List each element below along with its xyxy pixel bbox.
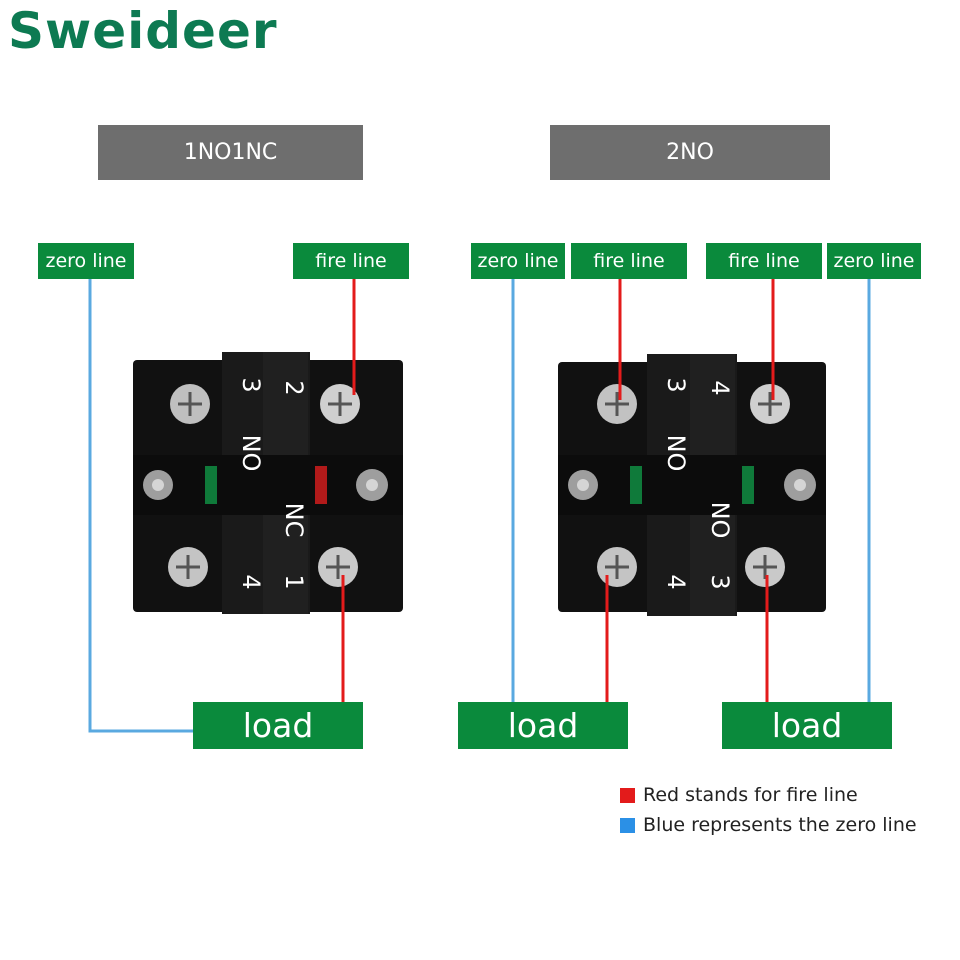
screw-icon <box>784 469 816 501</box>
terminal-mark-2: 2 <box>280 380 308 395</box>
zero-line-label: zero line <box>38 243 134 279</box>
screw-icon <box>568 470 598 500</box>
screw-icon <box>597 547 637 587</box>
screw-icon <box>356 469 388 501</box>
fire-line-label: fire line <box>571 243 687 279</box>
no-indicator <box>205 466 217 504</box>
terminal-mark-3: 3 <box>662 377 690 392</box>
screw-icon <box>597 384 637 424</box>
screw-icon <box>143 470 173 500</box>
switch-block-2no <box>558 354 826 616</box>
screw-icon <box>745 547 785 587</box>
zero-wire <box>88 278 193 733</box>
legend-zero: Blue represents the zero line <box>620 814 917 836</box>
load-label: load <box>722 702 892 749</box>
legend-fire: Red stands for fire line <box>620 784 858 806</box>
terminal-mark-no: NO <box>237 435 265 472</box>
legend-zero-text: Blue represents the zero line <box>643 814 917 836</box>
fire-line-label: fire line <box>706 243 822 279</box>
terminal-mark-1: 1 <box>280 574 308 589</box>
terminal-mark-4: 4 <box>662 574 690 589</box>
terminal-mark-4: 4 <box>237 574 265 589</box>
terminal-mark-3: 3 <box>706 574 734 589</box>
terminal-mark-no: NO <box>662 435 690 472</box>
fire-line-label: fire line <box>293 243 409 279</box>
legend-fire-text: Red stands for fire line <box>643 784 858 806</box>
screw-icon <box>170 384 210 424</box>
brand-logo: Sweideer <box>8 2 278 60</box>
no-indicator <box>630 466 642 504</box>
no-indicator <box>742 466 754 504</box>
screw-icon <box>168 547 208 587</box>
load-label: load <box>458 702 628 749</box>
terminal-mark-no: NO <box>706 502 734 539</box>
red-swatch-icon <box>620 787 635 803</box>
zero-line-label: zero line <box>471 243 565 279</box>
terminal-mark-3: 3 <box>237 377 265 392</box>
zero-line-label: zero line <box>827 243 921 279</box>
switch-title-2no: 2NO <box>550 125 830 180</box>
screw-icon <box>318 547 358 587</box>
switch-title-1no1nc: 1NO1NC <box>98 125 363 180</box>
load-label: load <box>193 702 363 749</box>
terminal-mark-4: 4 <box>706 380 734 395</box>
switch-block-1no1nc <box>133 352 403 614</box>
blue-swatch-icon <box>620 817 635 833</box>
nc-indicator <box>315 466 327 504</box>
terminal-mark-nc: NC <box>280 503 308 538</box>
screw-icon <box>320 384 360 424</box>
screw-icon <box>750 384 790 424</box>
